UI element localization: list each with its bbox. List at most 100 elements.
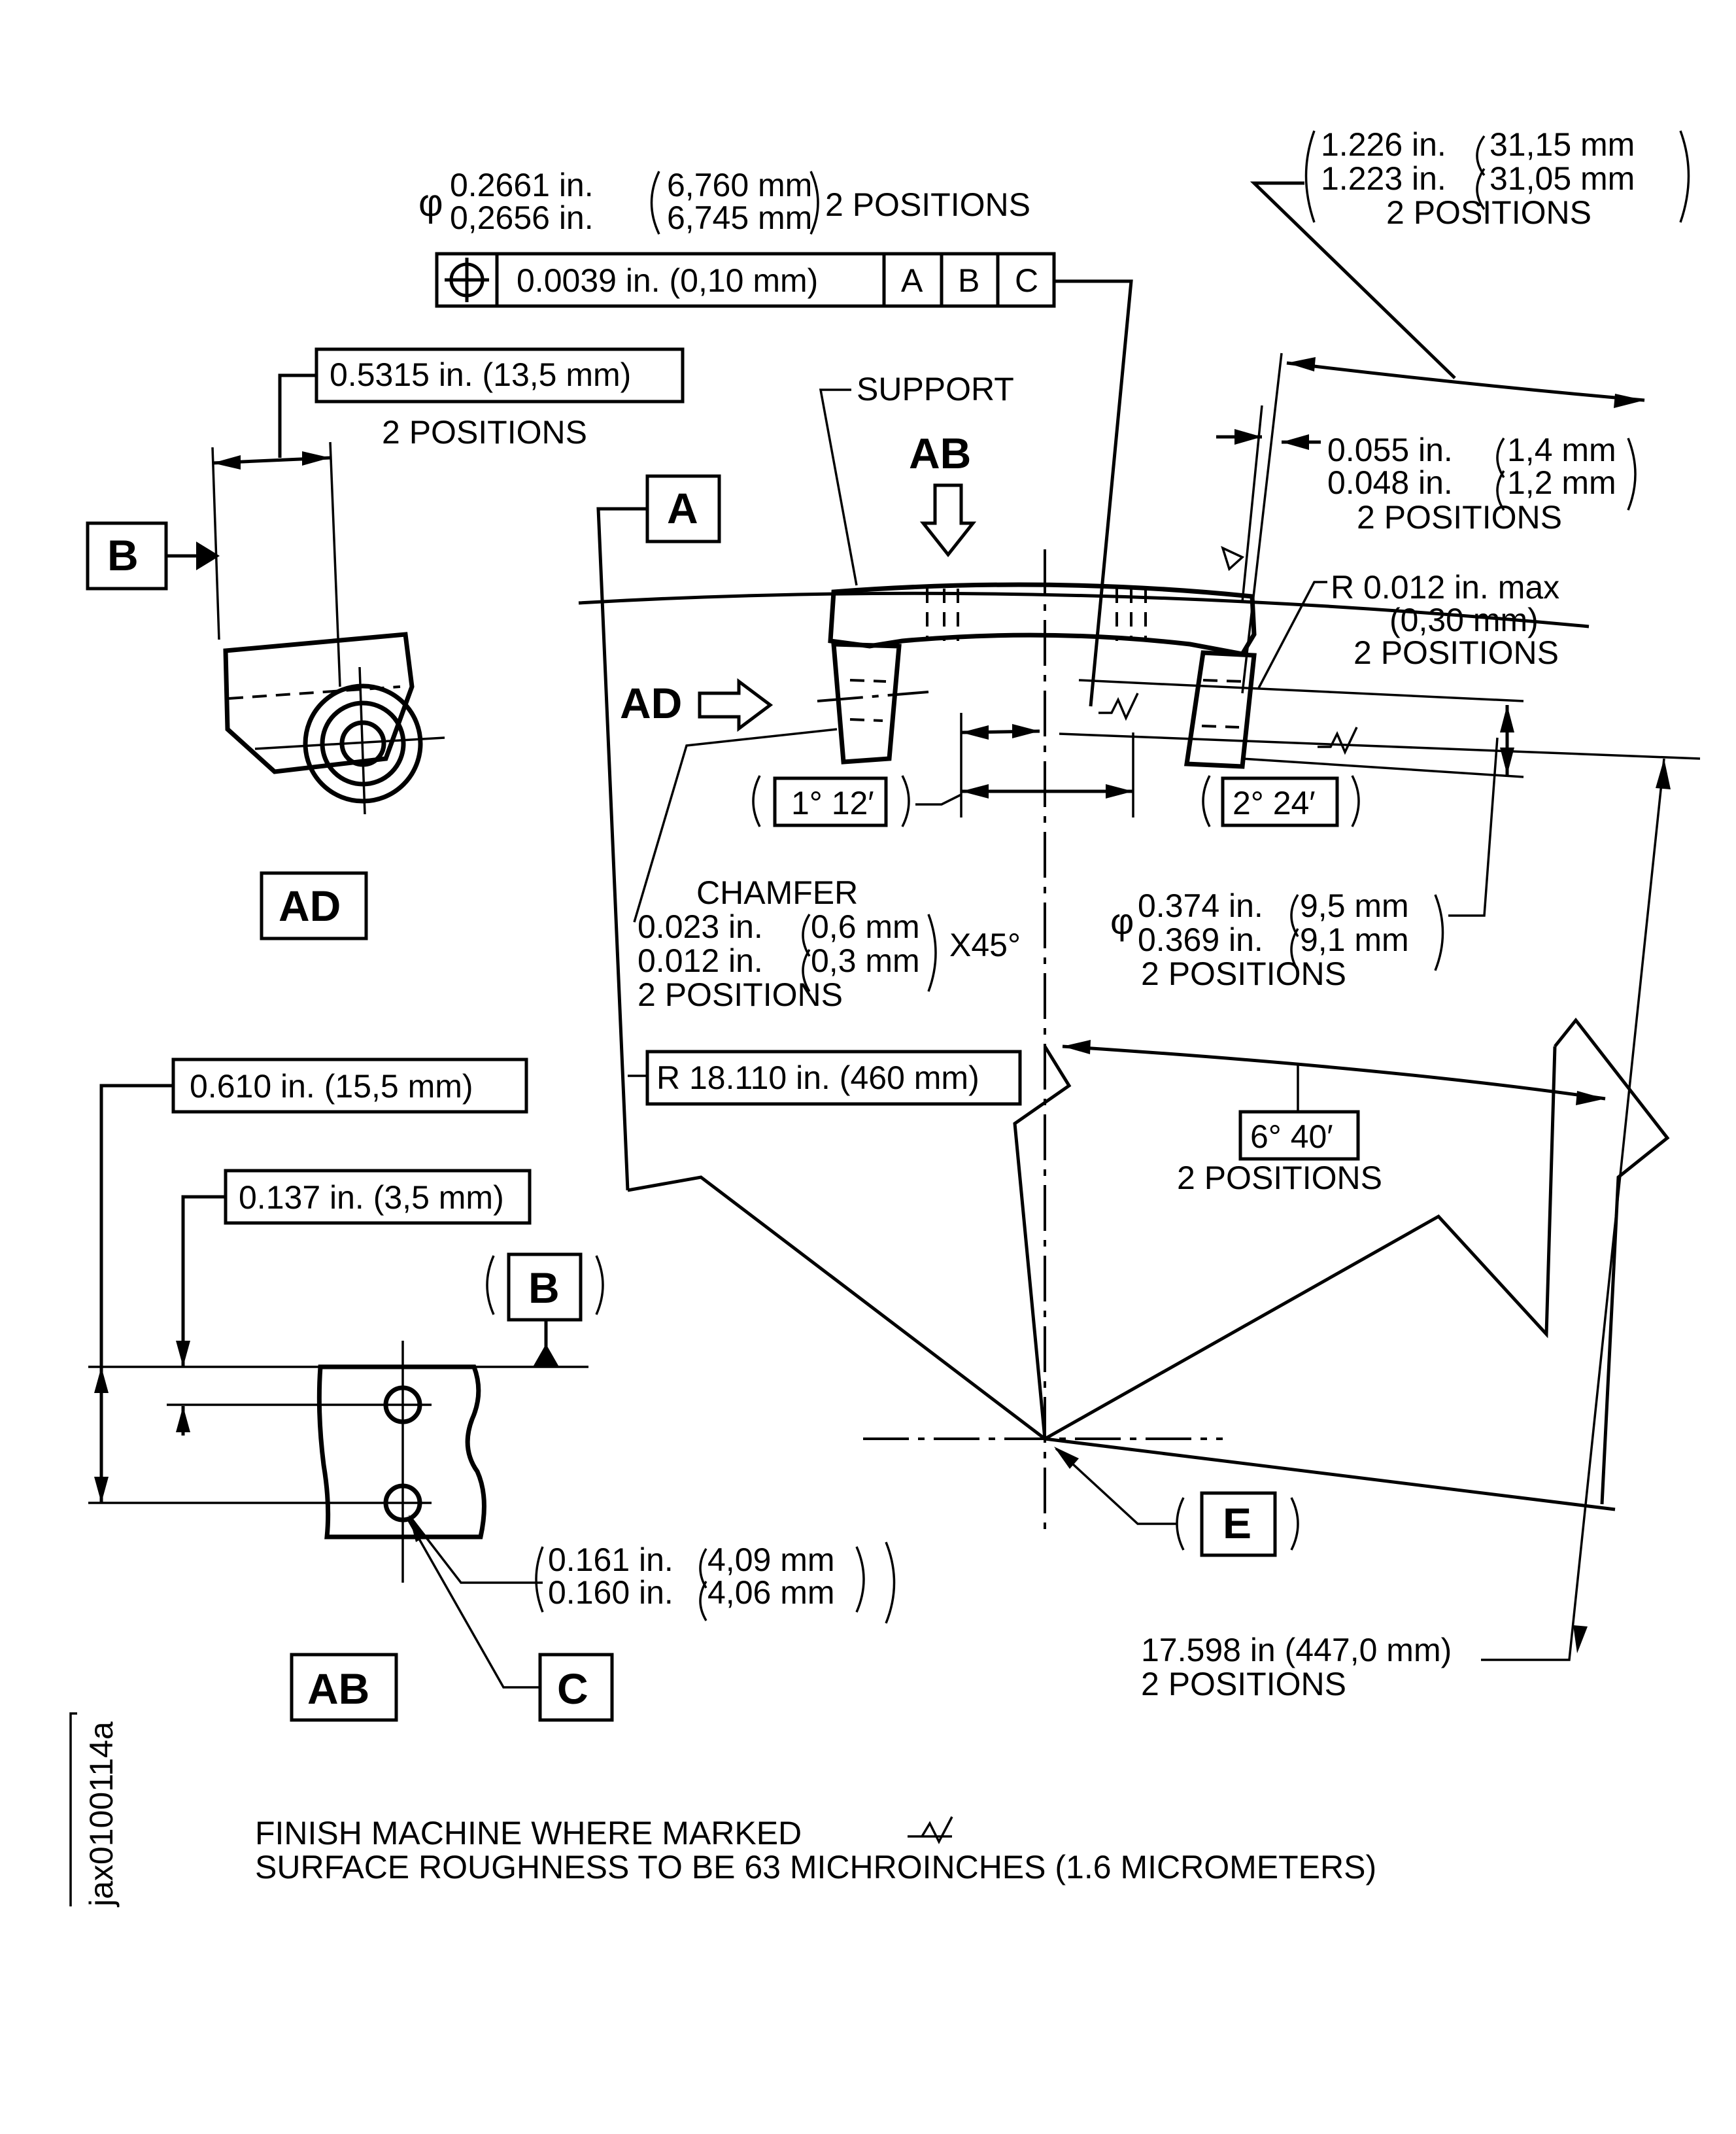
fcf-positions: 2 POSITIONS	[825, 186, 1030, 223]
view-ab-hole-box	[224, 1169, 532, 1225]
view-ab-hole-bracket-left	[535, 1546, 544, 1613]
length-value: 17.598 in (447,0 mm)	[1141, 1632, 1452, 1668]
view-ab-datum-b-bracket-right	[595, 1255, 604, 1315]
width-in-upper: 1.226 in.	[1321, 126, 1446, 163]
view-ad-group: 0.5315 in. (13,5 mm) 2 POSITIONS B AD	[86, 347, 685, 940]
view-ad-datum-b-box	[86, 521, 168, 591]
chamfer-positions: 2 POSITIONS	[638, 976, 843, 1013]
view-ab-hole-mm-lower: 4,06 mm	[707, 1574, 835, 1611]
arc-sector-outline	[627, 1017, 1670, 1505]
view-ad-dim-text: 0.5315 in. (13,5 mm)	[330, 356, 631, 393]
angle-mid-bracket-right	[1351, 775, 1360, 827]
width-in-lower: 1.223 in.	[1321, 160, 1446, 197]
hole-in-upper: 0.374 in.	[1138, 887, 1263, 924]
datum-e-box	[1200, 1491, 1277, 1557]
length-positions: 2 POSITIONS	[1141, 1666, 1346, 1702]
note-line-1: FINISH MACHINE WHERE MARKED	[255, 1815, 802, 1851]
angle-mid-box	[1221, 776, 1339, 827]
view-ab-group: 0.610 in. (15,5 mm) 0.137 in. (3,5 mm) B…	[88, 1058, 896, 1722]
slot-mm-upper: 1,4 mm	[1507, 432, 1616, 468]
view-ab-datum-b-bracket-left	[486, 1255, 495, 1315]
slot-mm-lower: 1,2 mm	[1507, 464, 1616, 501]
radius-value: R 0.012 in. max	[1331, 569, 1559, 606]
view-ab-label-box	[290, 1653, 398, 1722]
datum-e-label: E	[1223, 1499, 1251, 1547]
hole-mm-upper: 9,5 mm	[1300, 887, 1409, 924]
angle-mid-bracket-left	[1202, 775, 1211, 827]
fcf-datum-b: B	[958, 262, 979, 299]
chamfer-mm-bracket-lower	[802, 949, 811, 992]
finish-mark-icon	[1098, 693, 1139, 721]
fcf-mm-lower: 6,745 mm	[667, 199, 812, 236]
radius-big-text: R 18.110 in. (460 mm)	[656, 1059, 979, 1096]
view-ab-hole-text: 0.137 in. (3,5 mm)	[239, 1179, 504, 1216]
width-mm-upper: 31,15 mm	[1489, 126, 1635, 163]
finish-symbol-icon	[908, 1816, 953, 1844]
chamfer-angle: X45°	[949, 927, 1021, 963]
view-ab-part	[316, 1341, 486, 1583]
hole-mm-lower: 9,1 mm	[1300, 921, 1409, 958]
slot-bracket-right	[1627, 438, 1637, 511]
view-ab-label: AB	[307, 1664, 369, 1713]
angle-small-bracket-left	[752, 775, 761, 827]
view-ad-part	[223, 632, 445, 815]
view-ab-total-box	[171, 1058, 528, 1114]
fcf-frame	[435, 252, 1056, 308]
view-ab-datum-b: B	[528, 1264, 560, 1312]
view-ab-arrow-icon	[919, 483, 977, 558]
angle-mid-text: 2° 24′	[1233, 785, 1316, 821]
notes-group: FINISH MACHINE WHERE MARKED SURFACE ROUG…	[255, 1815, 1376, 1885]
fcf-bracket-right	[809, 171, 819, 235]
angle-big-text: 6° 40′	[1250, 1118, 1333, 1155]
datum-e-bracket-left	[1176, 1497, 1185, 1551]
angle-small-bracket-right	[901, 775, 910, 827]
fcf-bracket-left	[650, 171, 660, 235]
slot-mm-bracket-lower	[1496, 470, 1505, 511]
hole-mm-bracket-lower	[1290, 928, 1299, 971]
view-ad-dim-positions: 2 POSITIONS	[382, 414, 587, 451]
main-view-group: SUPPORT AB AD A	[578, 353, 1701, 1702]
support-label: SUPPORT	[857, 371, 1014, 407]
view-ad-dim-box	[315, 347, 685, 404]
angle-big-box	[1238, 1110, 1360, 1161]
fcf-datum-c: C	[1015, 262, 1038, 299]
view-ab-hole-bracket-right	[855, 1546, 865, 1613]
fcf-dia-lower: 0,2656 in.	[450, 199, 594, 236]
angle-big-positions: 2 POSITIONS	[1177, 1160, 1382, 1196]
fcf-datum-a: A	[901, 262, 923, 299]
view-ab-arrow-label: AB	[909, 429, 971, 477]
slot-in-upper: 0.055 in.	[1327, 432, 1453, 468]
angle-small-box	[773, 776, 888, 827]
view-ab-hole-mm-bracket-lower	[699, 1581, 707, 1621]
datum-e-bracket-right	[1290, 1497, 1299, 1551]
fcf-diameter-symbol: φ	[418, 182, 443, 224]
hole-positions: 2 POSITIONS	[1141, 955, 1346, 992]
view-ab-datum-b-box	[507, 1252, 583, 1322]
support-part	[828, 582, 1257, 769]
view-ad-arrow-label: AD	[620, 679, 682, 727]
hole-diameter-symbol: φ	[1110, 901, 1134, 942]
fcf-tolerance: 0.0039 in. (0,10 mm)	[517, 262, 818, 299]
chamfer-mm-upper: 0,6 mm	[811, 908, 920, 945]
fcf-dia-upper: 0.2661 in.	[450, 167, 594, 203]
slot-finish-mark-icon	[1221, 545, 1245, 572]
width-dimension-group: 1.226 in. 1.223 in. 31,15 mm 31,05 mm 2 …	[1250, 126, 1690, 408]
view-ad-label: AD	[279, 882, 341, 930]
datum-a-box	[645, 474, 721, 543]
view-ab-total-text: 0.610 in. (15,5 mm)	[190, 1068, 473, 1105]
view-ab-hole-in-lower: 0.160 in.	[548, 1574, 673, 1611]
angle-small-text: 1° 12′	[791, 785, 874, 821]
position-symbol-icon	[445, 258, 489, 302]
width-mm-bracket-lower	[1476, 168, 1486, 211]
note-line-2: SURFACE ROUGHNESS TO BE 63 MICHROINCHES …	[255, 1849, 1376, 1885]
radius-mm: (0,30 mm)	[1389, 602, 1539, 638]
datum-a-label: A	[667, 484, 698, 532]
slot-positions: 2 POSITIONS	[1357, 499, 1562, 536]
figure-id-group: jax0100114a	[69, 1712, 120, 1908]
finish-mark-icon-2	[1318, 727, 1358, 755]
view-ad-label-box	[260, 871, 368, 940]
radius-big-box	[645, 1050, 1022, 1106]
chamfer-title: CHAMFER	[696, 874, 858, 911]
view-ab-datum-c: C	[557, 1664, 588, 1713]
